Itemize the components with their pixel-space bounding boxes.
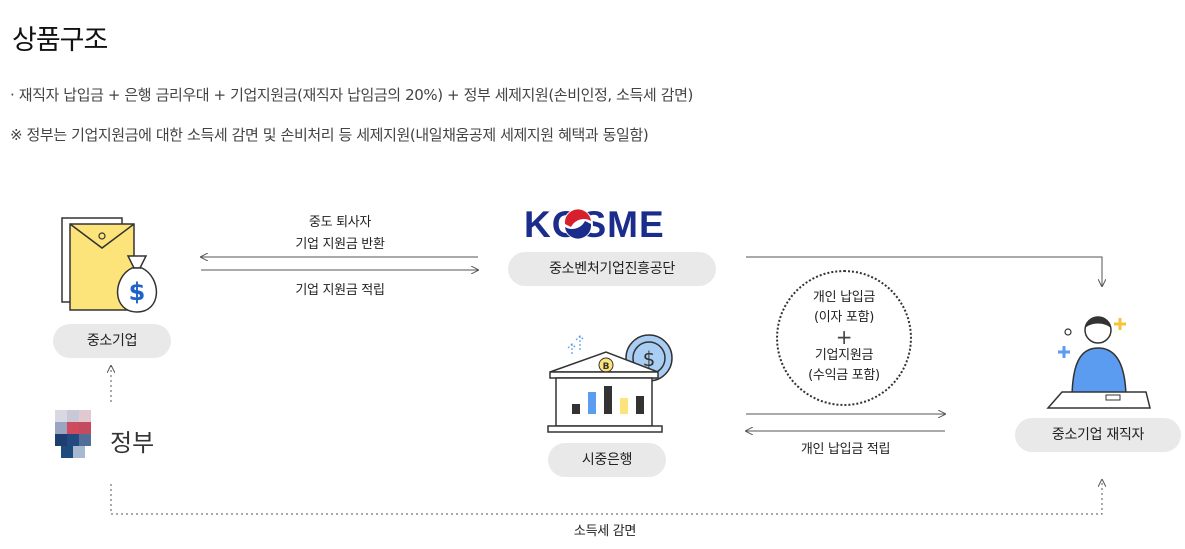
svg-text:$: $ [129, 278, 146, 306]
page-title: 상품구조 [12, 25, 108, 56]
accumulate-label: 기업 지원금 적립 [295, 283, 385, 298]
circle-line-1: 개인 납입금 [812, 290, 876, 305]
bank-pill: 시중은행 [548, 443, 666, 477]
refund-label-1: 중도 퇴사자 [308, 215, 372, 230]
kosme-pill: 중소벤처기업진흥공단 [508, 252, 716, 286]
contribution-circle: 개인 납입금 (이자 포함) + 기업지원금 (수익금 포함) [776, 270, 912, 406]
arrow-tax-reduction [110, 480, 1102, 515]
svg-text:B: B [603, 362, 610, 372]
money-bag-icon: $ [116, 255, 158, 313]
circle-line-3: 기업지원금 [814, 348, 874, 363]
employee-icon [1046, 316, 1151, 409]
svg-text:$: $ [643, 347, 656, 371]
circle-line-2: (이자 포함) [813, 310, 875, 325]
gov-label: 정부 [110, 429, 155, 457]
sme-pill: 중소기업 [53, 324, 171, 358]
gov-emblem-icon [55, 410, 91, 458]
bank-arrow-label: 개인 납입금 적립 [800, 442, 891, 457]
tax-support-note: ※ 정부는 기업지원금에 대한 소득세 감면 및 손비처리 등 세제지원(내일채… [10, 126, 649, 144]
refund-label-2: 기업 지원금 반환 [295, 237, 385, 252]
arrow-kosme-to-employee [746, 256, 1102, 286]
bank-icon: $ B [547, 334, 673, 433]
circle-plus: + [835, 325, 853, 349]
employee-pill: 중소기업 재직자 [1015, 418, 1181, 452]
envelope-icon [61, 217, 135, 311]
tax-reduction-label: 소득세 감면 [573, 524, 637, 539]
kosme-logo: KOSME [524, 204, 665, 245]
circle-line-4: (수익금 포함) [808, 368, 880, 383]
product-structure-description: · 재직자 납입금 + 은행 금리우대 + 기업지원금(재직자 납임금의 20%… [10, 86, 693, 104]
kosme-swirl-icon [563, 209, 593, 239]
